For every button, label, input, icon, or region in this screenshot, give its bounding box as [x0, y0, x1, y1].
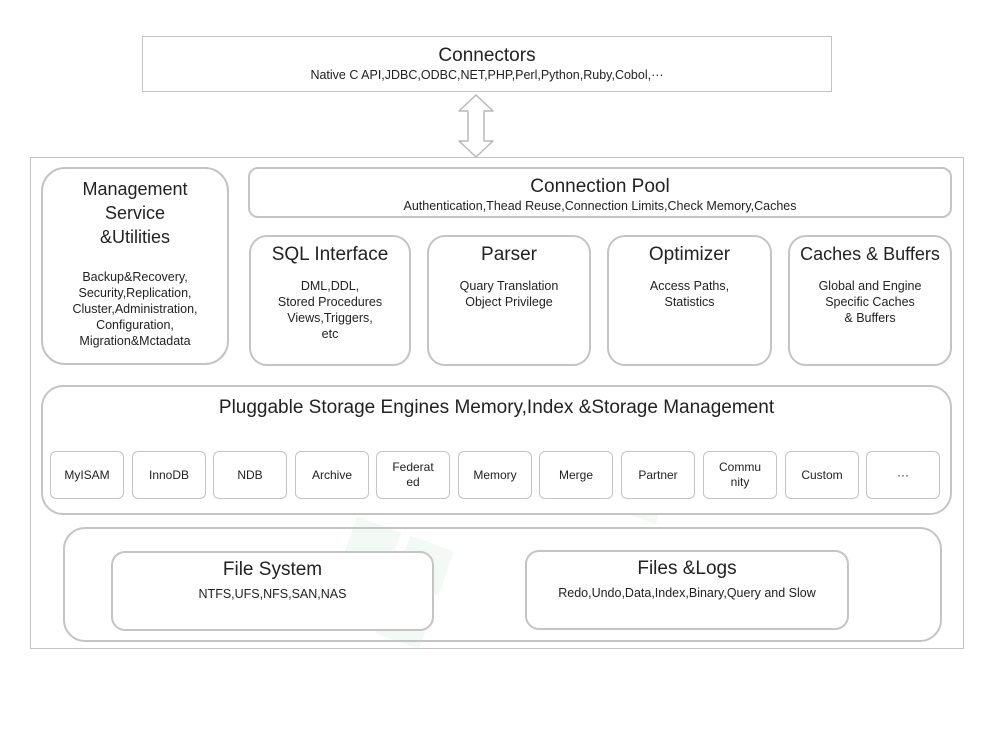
sql-interface-title: SQL Interface: [271, 244, 389, 265]
engine-custom: Custom: [785, 451, 859, 499]
engine-community: Commu nity: [703, 451, 777, 499]
connectors-title: Connectors: [438, 45, 536, 66]
files-logs-box: Files &Logs Redo,Undo,Data,Index,Binary,…: [525, 550, 849, 630]
optimizer-body: Access Paths, Statistics: [649, 279, 730, 309]
file-system-box: File System NTFS,UFS,NFS,SAN,NAS: [111, 551, 434, 631]
engine-myisam: MyISAM: [50, 451, 124, 499]
file-system-subtitle: NTFS,UFS,NFS,SAN,NAS: [198, 587, 347, 601]
file-system-title: File System: [222, 559, 323, 580]
engine-innodb: InnoDB: [132, 451, 206, 499]
connection-pool-subtitle: Authentication,Thead Reuse,Connection Li…: [403, 199, 797, 213]
connectors-subtitle: Native C API,JDBC,ODBC,NET,PHP,Perl,Pyth…: [310, 68, 664, 82]
engine-archive: Archive: [295, 451, 369, 499]
optimizer-title: Optimizer: [648, 244, 731, 265]
parser-box: Parser Quary Translation Object Privileg…: [427, 235, 591, 366]
engine-federated: Federat ed: [376, 451, 450, 499]
sql-interface-box: SQL Interface DML,DDL, Stored Procedures…: [249, 235, 411, 366]
management-items: Backup&Recovery, Security,Replication, C…: [72, 270, 198, 348]
connectors-box: Connectors Native C API,JDBC,ODBC,NET,PH…: [142, 36, 832, 92]
bidirectional-arrow-icon: [458, 94, 494, 158]
optimizer-box: Optimizer Access Paths, Statistics: [607, 235, 772, 366]
engine-partner: Partner: [621, 451, 695, 499]
connection-pool-title: Connection Pool: [530, 176, 670, 197]
management-service-box: Management Service &Utilities Backup&Rec…: [41, 167, 229, 365]
caches-buffers-body: Global and Engine Specific Caches & Buff…: [818, 279, 922, 325]
file-layer-box: [63, 527, 942, 642]
engine-ndb: NDB: [213, 451, 287, 499]
sql-interface-body: DML,DDL, Stored Procedures Views,Trigger…: [277, 279, 383, 341]
caches-buffers-box: Caches & Buffers Global and Engine Speci…: [788, 235, 952, 366]
storage-engines-title: Pluggable Storage Engines Memory,Index &…: [218, 397, 775, 418]
management-title: Management Service &Utilities: [82, 179, 188, 247]
server-frame: [30, 157, 964, 649]
files-logs-subtitle: Redo,Undo,Data,Index,Binary,Query and Sl…: [558, 586, 816, 600]
caches-buffers-title: Caches & Buffers: [800, 244, 940, 264]
engine-memory: Memory: [458, 451, 532, 499]
parser-title: Parser: [481, 244, 537, 265]
parser-body: Quary Translation Object Privilege: [459, 279, 559, 309]
files-logs-title: Files &Logs: [637, 558, 737, 579]
engine-merge: Merge: [539, 451, 613, 499]
connection-pool-box: Connection Pool Authentication,Thead Reu…: [248, 167, 952, 218]
engine-more: ···: [866, 451, 940, 499]
